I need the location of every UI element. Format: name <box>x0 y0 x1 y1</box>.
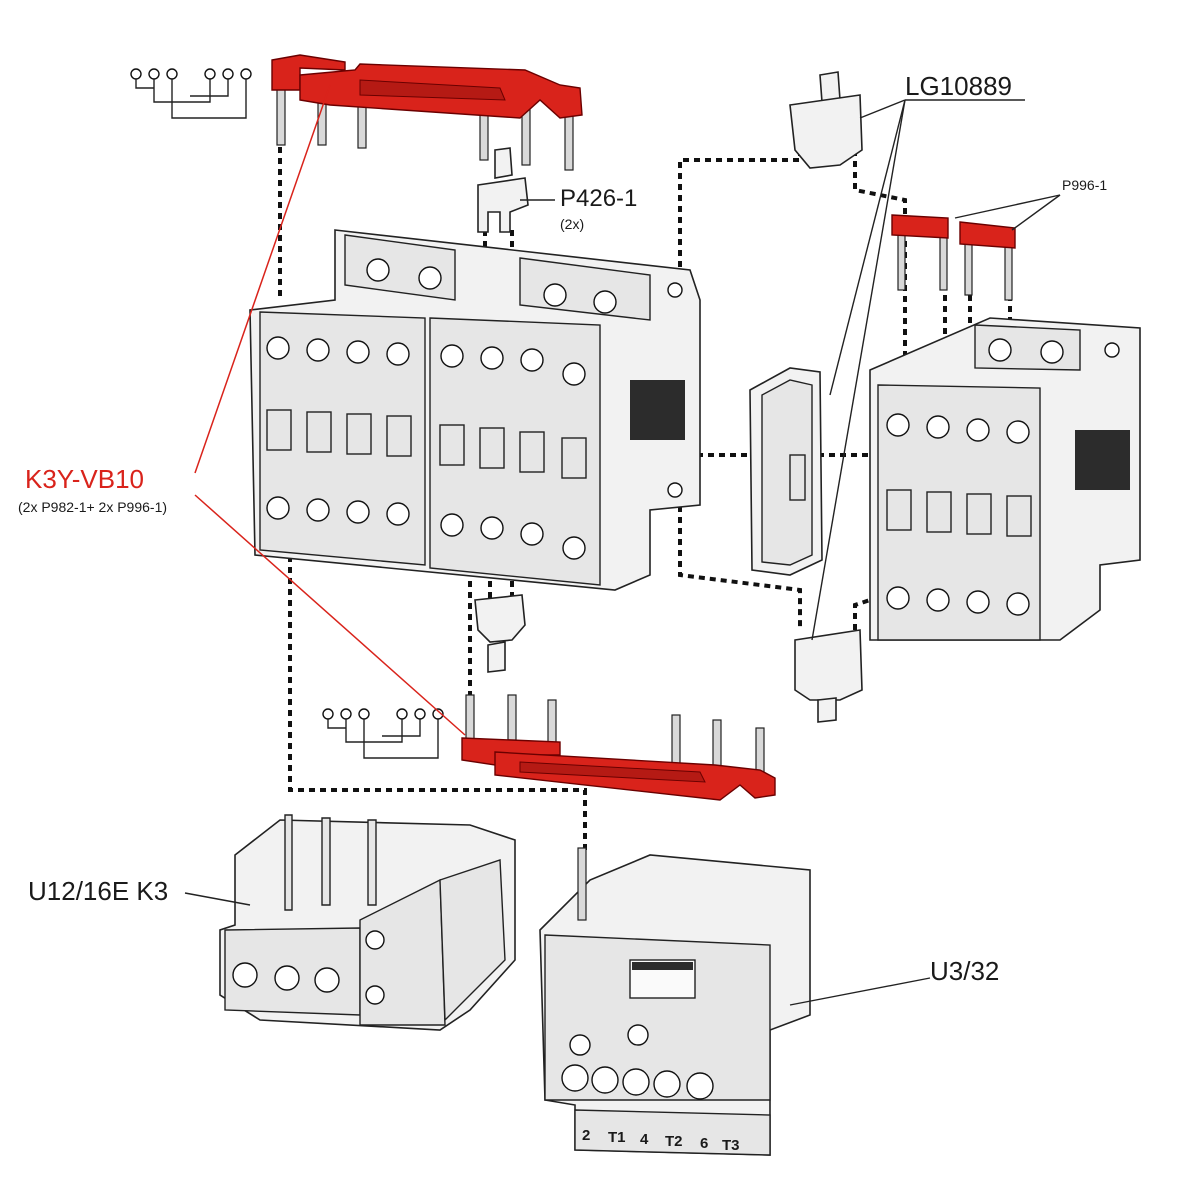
leader-lines <box>184 84 1061 1006</box>
lg10889-interlock-top-clip <box>789 71 863 169</box>
label-k3y-contents: (2x P982-1+ 2x P996-1) <box>18 499 167 515</box>
u3-terminal-label: 4 <box>640 1131 649 1148</box>
three-phase-link-symbol-bottom <box>322 708 444 759</box>
label-p996: P996-1 <box>1062 177 1107 193</box>
single-contactor <box>869 317 1141 641</box>
u3-terminal-label: T2 <box>665 1133 683 1150</box>
label-lg10889: LG10889 <box>905 71 1012 101</box>
label-k3y-vb10: K3Y-VB10 <box>25 464 144 494</box>
top-link-bar <box>271 54 583 171</box>
label-u12-overload: U12/16E K3 <box>28 876 168 906</box>
u3-terminal-label: 2 <box>582 1127 590 1144</box>
p426-clip-bottom <box>474 594 526 673</box>
link-bar-pins-top <box>276 84 574 171</box>
u3-terminal-label: 6 <box>700 1135 708 1152</box>
three-phase-link-symbol <box>130 68 252 119</box>
terminal-screws-left <box>266 336 412 526</box>
terminal-screws-single <box>886 413 1032 616</box>
u3-terminal-label: T3 <box>722 1137 740 1154</box>
reversing-contactor-pair <box>249 229 701 591</box>
label-u3-overload: U3/32 <box>930 956 999 986</box>
u12-overload-relay <box>219 814 516 1031</box>
terminal-screws-right <box>439 344 587 560</box>
p996-link-pair <box>891 214 1016 301</box>
u3-overload-relay: 2 T1 4 T2 6 T3 <box>539 847 811 1156</box>
u3-terminal-label: T1 <box>608 1129 626 1146</box>
lg10889-interlock-bottom-clip <box>794 629 863 723</box>
u3-terminal-screws <box>561 1064 714 1100</box>
lg10889-interlock-module <box>749 367 823 576</box>
u3-terminal-markings: 2 T1 4 T2 6 T3 <box>582 1127 740 1154</box>
label-p426: P426-1 <box>560 185 637 212</box>
p426-clip-top <box>477 147 529 233</box>
bottom-link-bar <box>461 694 776 801</box>
label-p426-qty: (2x) <box>560 216 584 232</box>
